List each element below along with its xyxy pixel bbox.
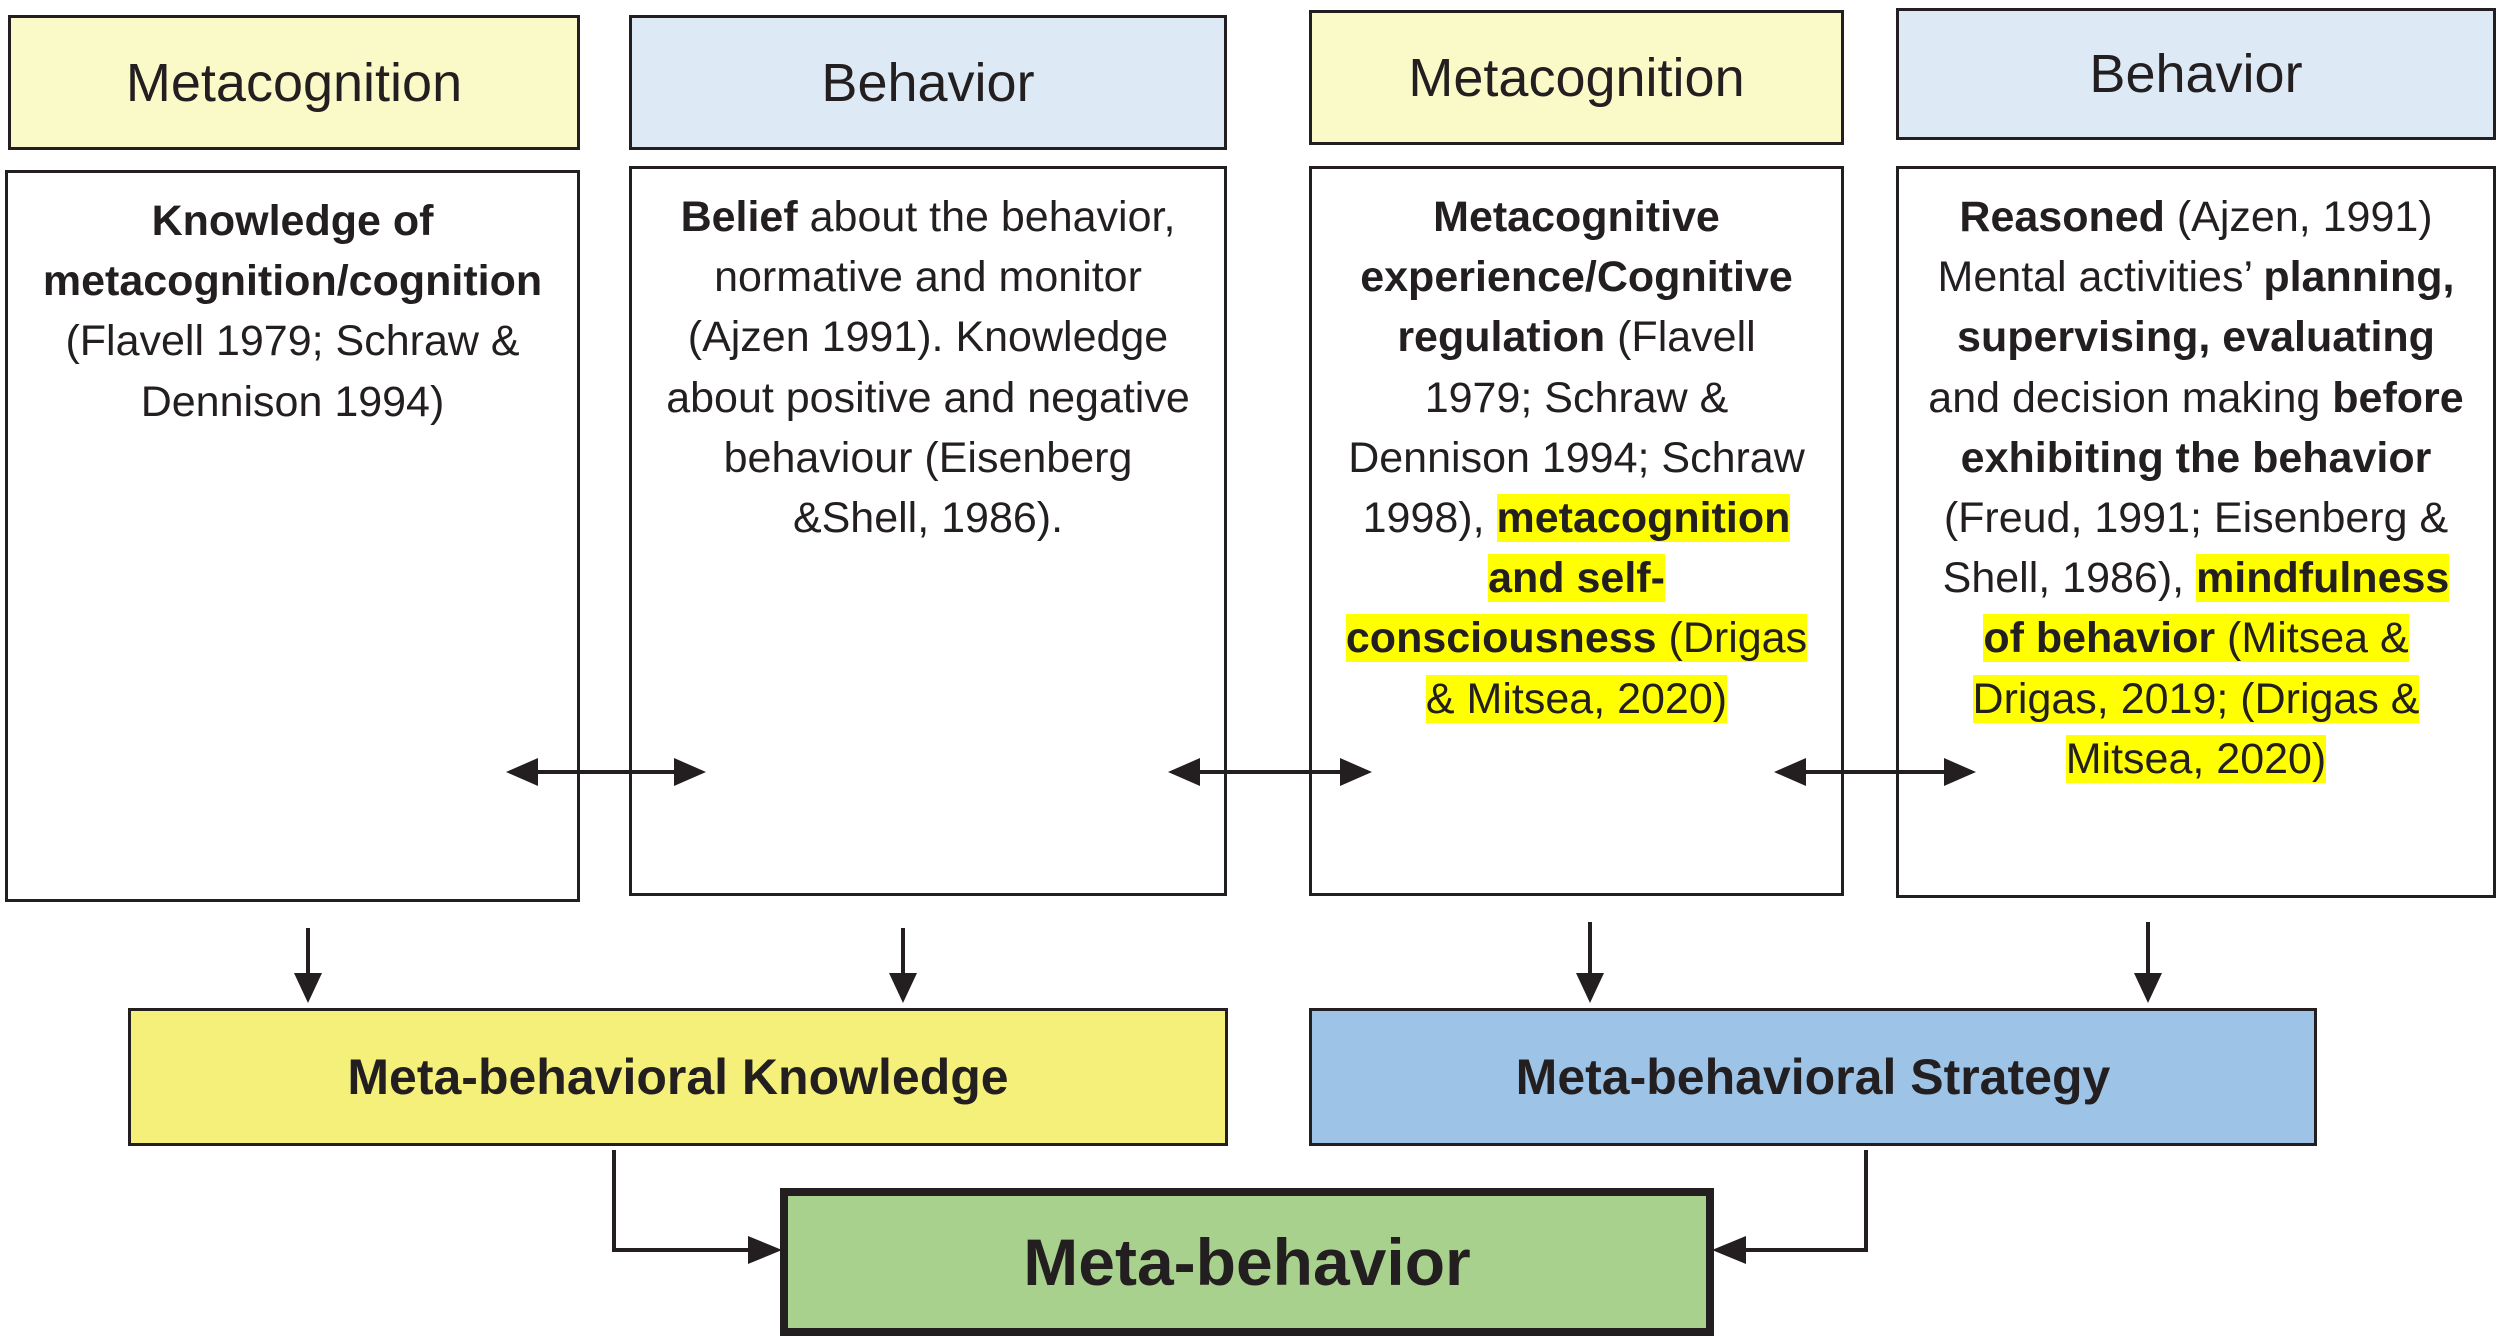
arrowhead: [294, 973, 322, 1003]
header-metacognition-2: Metacognition: [1309, 10, 1844, 145]
strategy-label: Meta-behavioral Strategy: [1515, 1049, 2111, 1105]
elbow-strategy: [1745, 1150, 1868, 1252]
box4-text2: and decision making: [1928, 373, 2333, 422]
box3-highlight-citation: (Drigas & Mitsea, 2020): [1425, 614, 1808, 723]
elbow-knowledge: [612, 1150, 748, 1252]
arrowhead: [1712, 1236, 1746, 1264]
arrowhead: [674, 758, 706, 786]
arrowhead: [1774, 758, 1806, 786]
header-label: Metacognition: [125, 52, 463, 113]
box4-bold2: planning, supervising, evaluating: [1957, 253, 2455, 362]
arrowhead: [2134, 973, 2162, 1003]
header-label: Behavior: [2089, 44, 2303, 104]
arrowhead: [1340, 758, 1372, 786]
reasoned-behavior-box: Reasoned (Ajzen, 1991) Mental activities…: [1896, 166, 2496, 898]
header-label: Metacognition: [1408, 47, 1745, 108]
arrowhead: [506, 758, 538, 786]
header-metacognition-1: Metacognition: [8, 15, 580, 150]
box3-highlight-bold: metacognition and self-consciousness: [1345, 493, 1791, 663]
arrowhead: [889, 973, 917, 1003]
box3-heading: Metacognitive experience/Cognitive regul…: [1360, 193, 1793, 362]
knowledge-of-metacognition-box: Knowledge of metacognition/cognition (Fl…: [5, 170, 580, 902]
box4-bold3: before exhibiting the behavior: [1960, 373, 2464, 482]
box2-text: about the behavior, normative and monito…: [666, 193, 1190, 542]
arrowhead: [1944, 758, 1976, 786]
box2-heading: Belief: [680, 193, 798, 241]
arrowhead: [748, 1236, 782, 1264]
box4-highlight-citation: (Mitsea & Drigas, 2019; (Drigas & Mitsea…: [1972, 614, 2420, 783]
header-behavior-1: Behavior: [629, 15, 1227, 150]
arrowhead: [1168, 758, 1200, 786]
box4-highlight-bold: mindfulness of behavior: [1983, 554, 2450, 663]
arrowhead: [1576, 973, 1604, 1003]
header-behavior-2: Behavior: [1896, 8, 2496, 140]
box4-text3: (Freud, 1991; Eisenberg & Shell, 1986),: [1942, 493, 2449, 603]
belief-about-behavior-box: Belief about the behavior, normative and…: [629, 166, 1227, 896]
meta-behavioral-knowledge-box: Meta-behavioral Knowledge: [128, 1008, 1228, 1146]
meta-behavior-label: Meta-behavior: [1023, 1225, 1471, 1299]
knowledge-label: Meta-behavioral Knowledge: [347, 1049, 1009, 1105]
header-label: Behavior: [821, 52, 1035, 113]
meta-behavior-box: Meta-behavior: [780, 1188, 1714, 1336]
meta-behavioral-strategy-box: Meta-behavioral Strategy: [1309, 1008, 2317, 1146]
metacognitive-experience-box: Metacognitive experience/Cognitive regul…: [1309, 166, 1844, 896]
box1-heading: Knowledge of metacognition/cognition: [42, 197, 543, 306]
box4-heading: Reasoned: [1959, 193, 2165, 241]
box4-text1: (Ajzen, 1991) Mental activities’: [1937, 193, 2433, 302]
box3-citation: (Flavell 1979; Schraw & Dennison 1994; S…: [1348, 313, 1805, 542]
box1-citation: (Flavell 1979; Schraw & Dennison 1994): [65, 317, 520, 426]
